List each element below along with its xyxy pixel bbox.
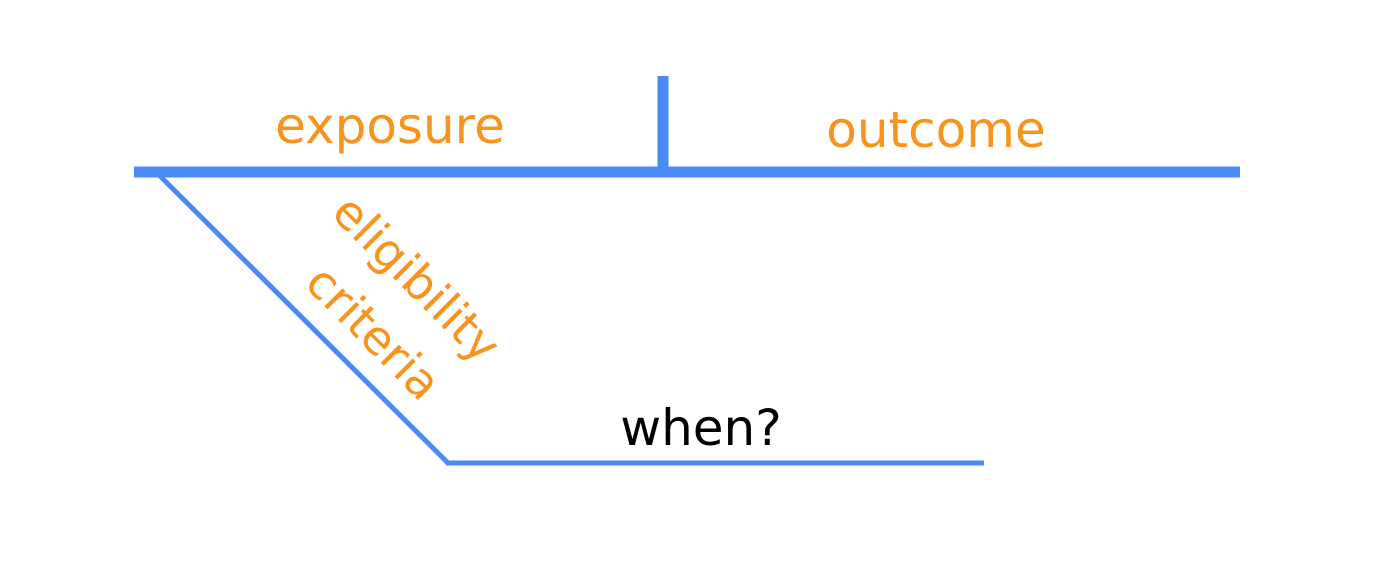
exposure-label: exposure: [275, 97, 505, 155]
outcome-label: outcome: [826, 101, 1045, 159]
modifier-slant-line: [158, 174, 450, 465]
when-label: when?: [620, 399, 782, 457]
